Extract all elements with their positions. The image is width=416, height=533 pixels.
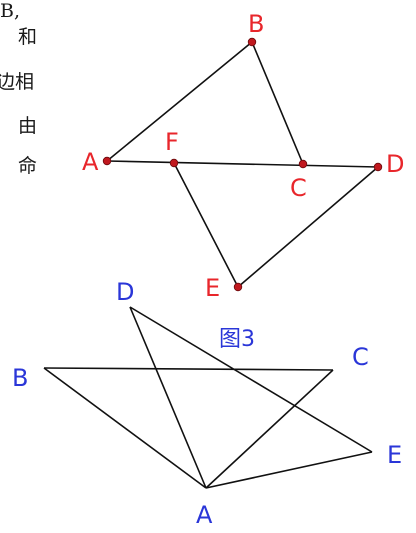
segment-BC [43, 367, 334, 371]
point-E [233, 282, 243, 292]
point-A [102, 156, 112, 166]
segment-DE [129, 306, 373, 453]
segment-FE [173, 162, 239, 288]
label-D-top: D [386, 150, 404, 178]
label-E-bottom: E [387, 441, 402, 469]
label-A-bottom: A [196, 501, 213, 529]
point-F [169, 158, 179, 168]
point-D [373, 162, 383, 172]
label-B-top: B [248, 10, 264, 38]
figure-bottom: 图3 A B C D E [12, 278, 402, 529]
segment-DA [129, 306, 207, 489]
segment-ED [237, 166, 379, 288]
label-F-top: F [165, 128, 179, 156]
label-E-top: E [205, 274, 220, 302]
segment-AD [106, 160, 379, 168]
side-text-line-2: 和 [18, 26, 38, 48]
label-D-bottom: D [116, 278, 134, 306]
point-B [247, 37, 257, 47]
label-A-top: A [82, 148, 99, 176]
label-C-top: C [290, 174, 307, 202]
segment-AE [205, 451, 373, 489]
figure-top: A B C D E F [82, 10, 404, 302]
segment-AB [106, 41, 253, 162]
side-text-line-4: 由 [18, 115, 38, 137]
side-text-line-5: 命 [18, 155, 38, 177]
segment-BC [251, 41, 304, 165]
label-B-bottom: B [12, 364, 28, 392]
figure-caption: 图3 [219, 327, 255, 352]
side-text-line-1: B, [0, 0, 21, 22]
segment-BA [43, 367, 207, 489]
point-C [298, 159, 308, 169]
segment-AC [205, 369, 334, 489]
side-text-line-3: 边相 [0, 71, 35, 93]
label-C-bottom: C [352, 343, 369, 371]
